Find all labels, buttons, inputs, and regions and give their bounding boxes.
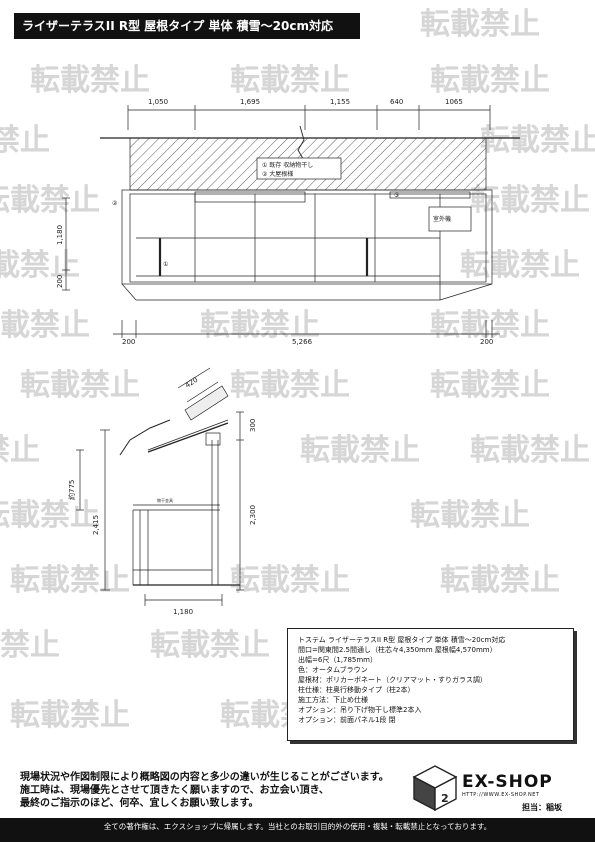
- exshop-logo: 2 EX-SHOP HTTP://WWW.EX-SHOP.NET 担当：稲坂: [412, 762, 577, 816]
- spec-line: 間口=関東間2.5間通し（柱芯々4,350mm 屋根幅4,570mm）: [298, 646, 497, 654]
- dim-right-2: 2,300: [249, 505, 257, 525]
- staff-in-charge: 担当：稲坂: [522, 803, 562, 812]
- logo-url: HTTP://WWW.EX-SHOP.NET: [462, 792, 540, 798]
- dim-depth: 1,180: [173, 608, 193, 616]
- page-title: ライザーテラスII R型 屋根タイプ 単体 積雪～20cm対応: [14, 13, 360, 39]
- logo-cube-icon: 2: [412, 765, 458, 812]
- notice-line: 施工時は、現場優先とさせて頂きたく願いますので、お立会い頂き、: [20, 785, 329, 796]
- logo-name: EX-SHOP: [462, 772, 553, 792]
- dim-bottom-2: 5,266: [292, 338, 313, 346]
- outdoor-unit-label: 室外機: [433, 215, 451, 223]
- spec-line: トステム ライザーテラスII R型 屋根タイプ 単体 積雪～20cm対応: [298, 636, 506, 644]
- spec-line: 出幅=6尺（1,785mm）: [298, 656, 377, 664]
- dim-top-1: 1,050: [148, 98, 168, 106]
- copyright-footer: 全ての著作権は、エクスショップに帰属します。当社とのお取引目的外の使用・複製・転…: [0, 818, 595, 842]
- notice-text: 現場状況や作図制限により概略図の内容と多少の違いが生じることがございます。 施工…: [20, 771, 389, 810]
- spec-line: 柱仕様：柱奥行移動タイプ（柱2本）: [298, 686, 415, 694]
- dim-left-1: 1,180: [56, 225, 64, 245]
- notice-line: 最終のご指示のほど、何卒、宜しくお願い致します。: [20, 798, 259, 809]
- dim-height-partial: 約775: [67, 480, 76, 500]
- marker-1: ①: [163, 261, 168, 268]
- spec-line: 色：オータムブラウン: [298, 666, 368, 674]
- dim-top-2: 1,695: [240, 98, 260, 106]
- dim-bottom-1: 200: [122, 338, 135, 346]
- spec-line: オプション：前面パネル1段 閉: [298, 716, 396, 724]
- dim-roof: 420: [184, 376, 200, 390]
- dim-bottom-3: 200: [480, 338, 493, 346]
- callout-line-2: ② 大屋根様: [262, 170, 293, 178]
- dim-right-1: 300: [249, 419, 257, 432]
- dim-top-5: 1065: [445, 98, 463, 106]
- dim-left-2: 200: [56, 275, 64, 288]
- callout-line-1: ① 既存 収納物干し: [262, 161, 313, 169]
- spec-line: オプション：吊り下げ物干し標準2本入: [298, 706, 422, 714]
- side-small-label: 物干金具: [157, 497, 173, 503]
- dim-height-total: 2,415: [92, 515, 100, 535]
- spec-box: トステム ライザーテラスII R型 屋根タイプ 単体 積雪～20cm対応 間口=…: [287, 628, 574, 741]
- marker-3: ③: [394, 192, 399, 199]
- svg-text:2: 2: [441, 792, 449, 805]
- spec-line: 屋根材：ポリカーボネート（クリアマット・すりガラス調）: [298, 676, 487, 684]
- dim-top-3: 1,155: [330, 98, 350, 106]
- spec-line: 施工方法：下止め仕様: [298, 696, 368, 704]
- dim-top-4: 640: [390, 98, 403, 106]
- notice-line: 現場状況や作図制限により概略図の内容と多少の違いが生じることがございます。: [20, 772, 389, 783]
- marker-2: ②: [112, 200, 118, 207]
